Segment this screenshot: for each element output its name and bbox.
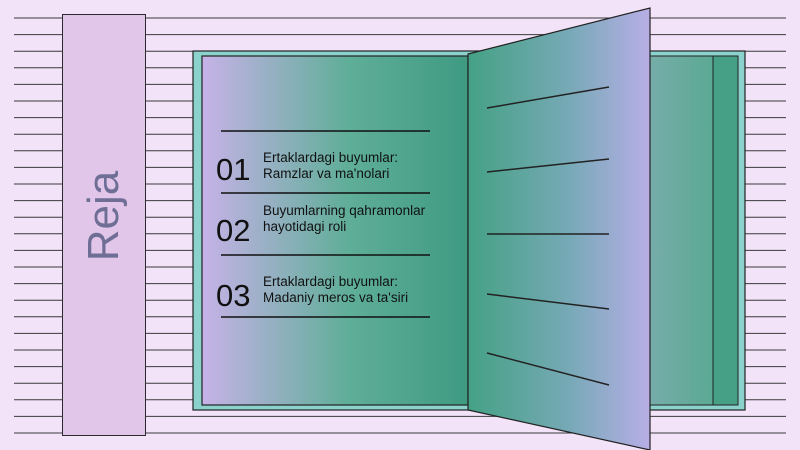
agenda-number: 02: [216, 213, 251, 248]
flap-line: [486, 293, 610, 310]
flap-line: [486, 352, 610, 386]
agenda-number: 01: [216, 152, 251, 187]
flap-line: [486, 86, 610, 109]
agenda-number: 03: [216, 278, 251, 313]
turning-page: [467, 7, 651, 450]
title-band: [62, 14, 146, 436]
agenda-text: Buyumlarning qahramonlar hayotidagi roli: [263, 203, 426, 234]
agenda-text: Ertaklardagi buyumlar: Madaniy meros va …: [263, 274, 409, 305]
slide-title: Reja: [79, 170, 128, 262]
left-page: [201, 55, 469, 406]
page-edge: [712, 55, 739, 406]
flap-line: [486, 158, 610, 173]
agenda-text: Ertaklardagi buyumlar: Ramzlar va ma'nol…: [263, 150, 399, 181]
